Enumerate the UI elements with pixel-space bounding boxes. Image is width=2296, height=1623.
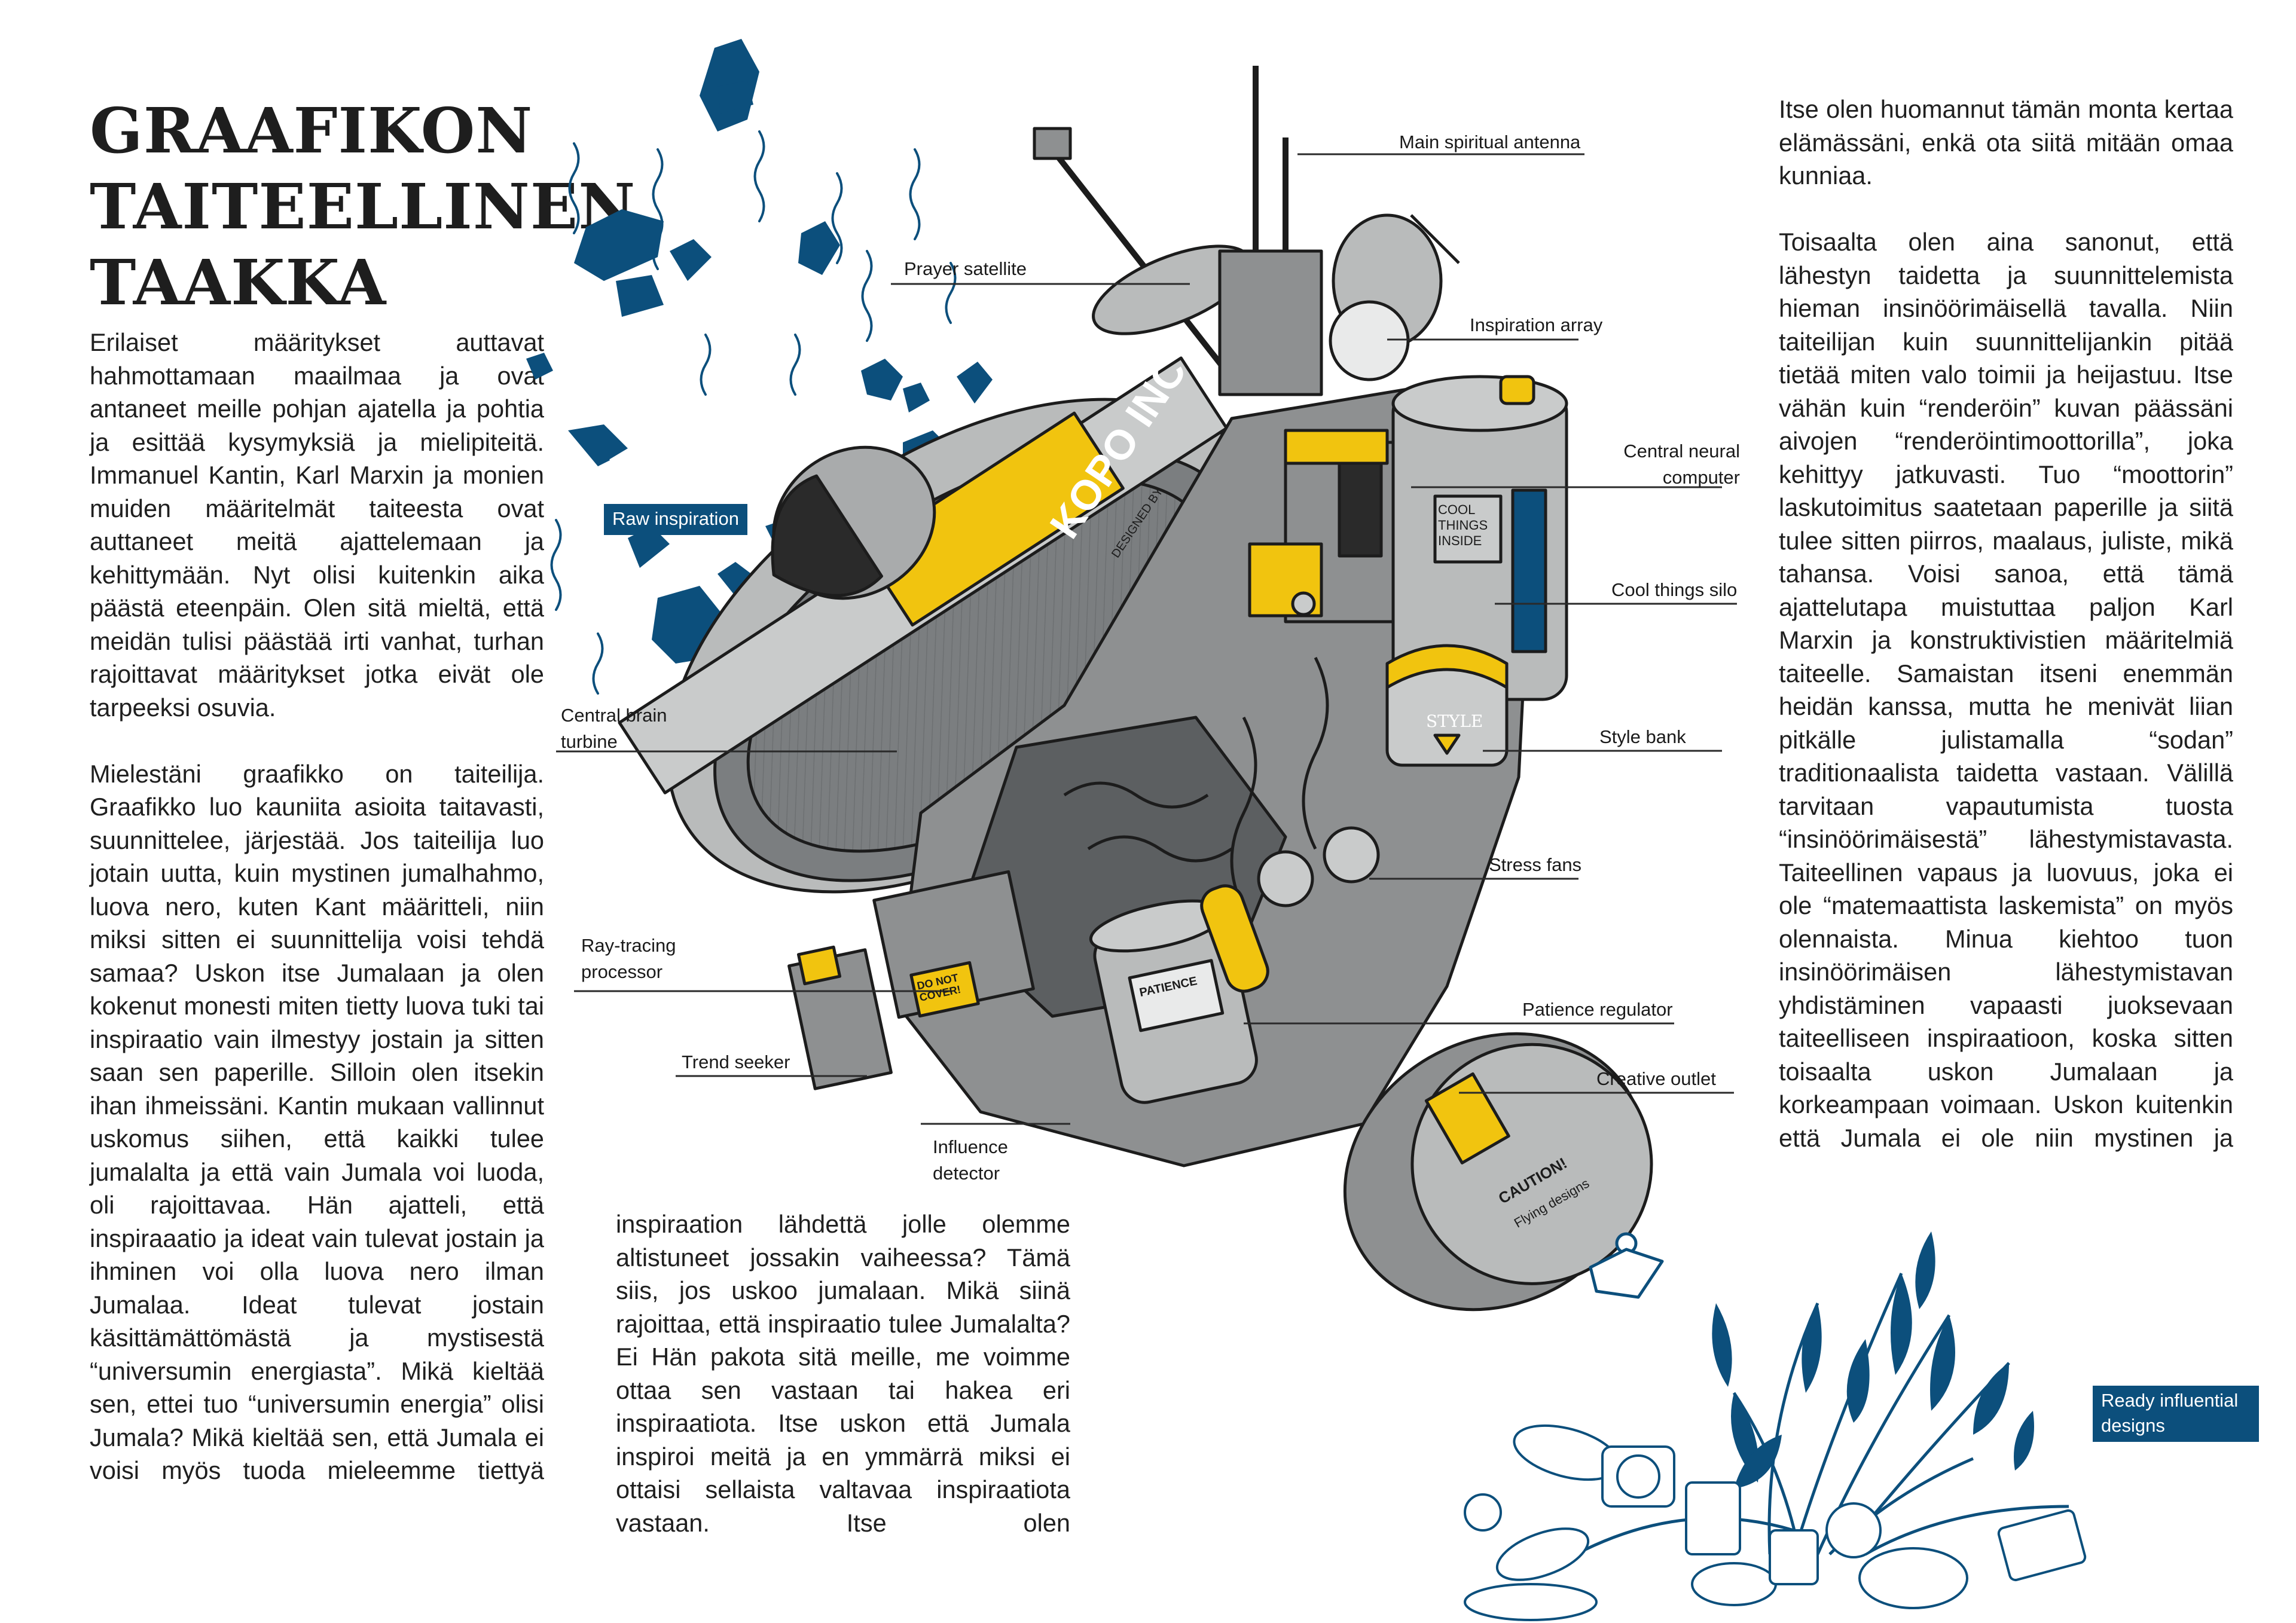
text-column-right: Itse olen huomannut tämän monta kertaa e… bbox=[1779, 93, 2233, 1154]
text-column-left: Erilaiset määritykset auttavat hahmottam… bbox=[90, 326, 544, 1487]
title-line-3: TAAKKA bbox=[90, 246, 387, 319]
label-central-neural-computer: Central neural computer bbox=[1623, 441, 1740, 488]
style-bank-lettering: STYLE bbox=[1426, 711, 1483, 731]
title-line-2: TAITEELLINEN bbox=[90, 170, 636, 243]
article-title: GRAAFIKON TAITEELLINEN TAAKKA bbox=[90, 93, 636, 320]
paragraph: Toisaalta olen aina sanonut, että lähest… bbox=[1779, 228, 2233, 1152]
bouquet-objects bbox=[1464, 1424, 2087, 1621]
label-prayer-satellite: Prayer satellite bbox=[904, 258, 1027, 279]
paragraph: Erilaiset määritykset auttavat hahmottam… bbox=[90, 328, 544, 722]
label-main-spiritual-antenna: Main spiritual antenna bbox=[1399, 132, 1581, 152]
label-creative-outlet: Creative outlet bbox=[1596, 1068, 1716, 1089]
paragraph: inspiraation lähdettä jolle olemme altis… bbox=[616, 1210, 1070, 1537]
tag-raw-inspiration: Raw inspiration bbox=[604, 504, 747, 535]
text-column-middle: inspiraation lähdettä jolle olemme altis… bbox=[616, 1208, 1070, 1539]
label-central-brain-turbine: Central brain turbine bbox=[561, 705, 667, 752]
leader-lines bbox=[556, 153, 1737, 1125]
label-influence-detector: Influence detector bbox=[933, 1136, 1008, 1184]
paragraph: Mielestäni graafikko on taiteilija. Graa… bbox=[90, 759, 544, 1485]
title-line-1: GRAAFIKON bbox=[90, 94, 533, 167]
bouquet-leaves bbox=[1712, 1231, 2034, 1488]
label-cool-things-silo: Cool things silo bbox=[1611, 579, 1738, 600]
tag-ready-influential-designs: Ready influential designs bbox=[2093, 1386, 2259, 1442]
machine-body bbox=[618, 66, 1664, 1312]
label-stress-fans: Stress fans bbox=[1489, 854, 1582, 875]
label-ray-tracing-processor: Ray-tracing processor bbox=[581, 935, 676, 982]
label-trend-seeker: Trend seeker bbox=[682, 1052, 790, 1072]
paragraph: Itse olen huomannut tämän monta kertaa e… bbox=[1779, 95, 2233, 189]
label-patience-regulator: Patience regulator bbox=[1522, 999, 1673, 1020]
inspiration-squiggles bbox=[550, 130, 957, 695]
label-style-bank: Style bank bbox=[1599, 726, 1686, 747]
label-inspiration-array: Inspiration array bbox=[1470, 314, 1603, 335]
cool-things-inside-sticker: COOL THINGS INSIDE bbox=[1438, 502, 1488, 548]
